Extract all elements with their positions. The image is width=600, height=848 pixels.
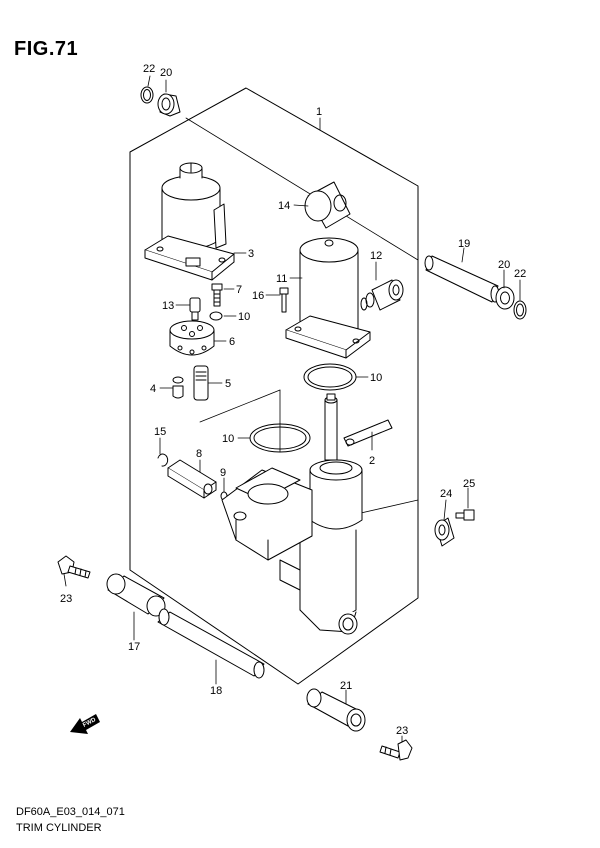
callout-13: 13 [162,300,174,312]
callout-18: 18 [210,685,222,697]
valve-4 [172,376,184,399]
callout-10-small: 10 [238,311,250,323]
cylinder-body [221,393,363,635]
o-ring-10-small [209,311,223,321]
callout-20-top: 20 [160,67,172,79]
valve-8 [167,459,217,499]
callout-17: 17 [128,641,140,653]
callout-15: 15 [154,426,166,438]
callout-23-right: 23 [396,725,408,737]
callout-23-left: 23 [60,593,72,605]
drawing-code: DF60A_E03_014_071 [16,806,125,818]
callout-7: 7 [236,284,242,296]
callout-20-right: 20 [498,259,510,271]
callout-22-right: 22 [514,268,526,280]
bolt-23-right [379,739,413,761]
filler-plug-12 [360,279,404,311]
figure-caption: TRIM CYLINDER [16,822,102,834]
callout-2: 2 [369,455,375,467]
oil-pump-6 [169,320,215,356]
bushing-20-right [495,286,515,310]
callout-labels: 1 2 3 4 5 6 7 8 9 10 10 10 11 12 13 14 1… [60,63,526,737]
callout-21: 21 [340,680,352,692]
callout-22-top: 22 [143,63,155,75]
callout-8: 8 [196,448,202,460]
leader-lines [63,75,521,743]
snap-ring-22-top [140,86,154,104]
callout-19: 19 [458,238,470,250]
trim-motor-3 [144,162,235,281]
valve-5 [193,365,209,401]
figure-title: FIG.71 [14,38,79,60]
snap-ring-22-right [513,300,527,320]
callout-25: 25 [463,478,475,490]
fwd-arrow-icon: FWD [70,714,100,734]
callout-16: 16 [252,290,264,302]
assembly-outline [129,87,419,685]
callout-24: 24 [440,488,452,500]
spacer-24 [434,517,455,547]
callout-10-large: 10 [222,433,234,445]
bolt-16 [279,287,289,313]
callout-9: 9 [220,467,226,479]
callout-5: 5 [225,378,231,390]
callout-10-medium: 10 [370,372,382,384]
bolt-25 [455,509,475,521]
ring-15 [157,453,169,467]
callout-11: 11 [276,273,287,285]
callout-1: 1 [316,106,322,118]
collar-21 [306,688,366,732]
fitting-13 [189,297,201,321]
sleeve-17 [106,573,166,617]
callout-14: 14 [278,200,290,212]
mount-bushing-14 [304,181,351,229]
callout-4: 4 [150,383,156,395]
callout-6: 6 [229,336,235,348]
reservoir-11 [285,237,371,359]
bolt-7 [211,283,223,307]
bolt-23-left [57,555,91,579]
bracket-2 [343,419,393,447]
callout-3: 3 [248,248,254,260]
callout-12: 12 [370,250,382,262]
o-ring-10-medium [303,363,357,391]
pivot-pin-19 [424,255,500,303]
bushing-20-top [157,93,181,117]
shaft-18 [157,608,265,679]
